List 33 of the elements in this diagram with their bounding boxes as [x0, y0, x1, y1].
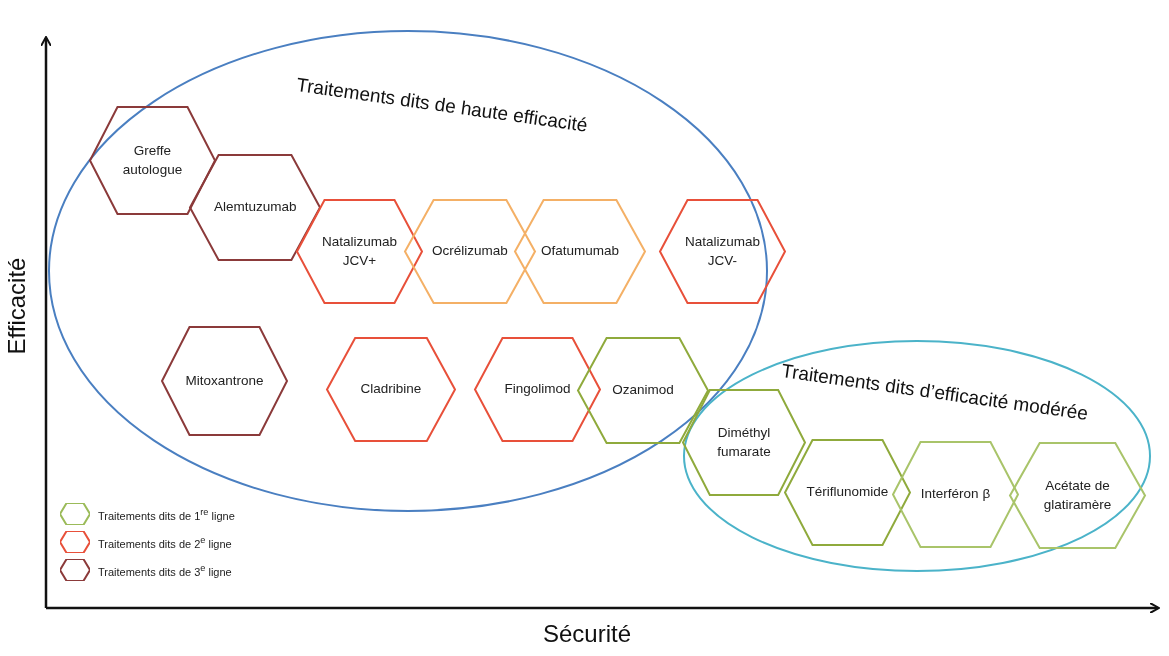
drug-name: Cladribine	[360, 380, 422, 399]
drug-name: Ozanimod	[612, 381, 674, 400]
treatment-hexagon	[190, 155, 320, 260]
group-title: Traitements dits d’efficacité modérée	[779, 360, 1090, 425]
drug-name: Interféron β	[920, 485, 991, 504]
drug-name: Acétate de glatiramère	[1042, 477, 1113, 514]
treatment-hexagon	[893, 442, 1018, 547]
drug-name: Natalizumab JCV-	[683, 233, 761, 270]
treatment-hexagon	[475, 338, 600, 441]
drug-name: Tériflunomide	[806, 483, 889, 502]
group-title: Traitements dits de haute efficacité	[294, 74, 589, 137]
treatment-hexagon	[297, 200, 422, 303]
treatment-hexagon	[660, 200, 785, 303]
drug-name: Ofatumumab	[540, 242, 619, 261]
treatment-hexagon	[162, 327, 287, 435]
legend-text: Traitements dits de 1$^{re}$ ligne	[98, 506, 235, 522]
treatment-hexagon	[515, 200, 645, 303]
treatment-hexagon	[90, 107, 215, 214]
drug-name: Fingolimod	[504, 380, 571, 399]
legend-text: Traitements dits de 3$^{e}$ ligne	[98, 562, 232, 578]
drug-name: Greffe autologue	[121, 142, 184, 179]
treatment-hexagon	[327, 338, 455, 441]
drug-name: Mitoxantrone	[185, 371, 264, 390]
drug-name: Ocrélizumab	[432, 242, 508, 261]
treatment-hexagon	[1010, 443, 1145, 548]
drug-name: Alemtuzumab	[214, 198, 296, 217]
drug-name: Diméthyl fumarate	[716, 424, 772, 461]
axis-title: Efficacité	[3, 257, 32, 355]
treatment-hexagon	[405, 200, 535, 303]
legend-text: Traitements dits de 2$^{e}$ ligne	[98, 534, 232, 550]
drug-name: Natalizumab JCV+	[320, 233, 398, 270]
axis-title: Sécurité	[543, 620, 632, 648]
treatment-hexagon	[785, 440, 910, 545]
